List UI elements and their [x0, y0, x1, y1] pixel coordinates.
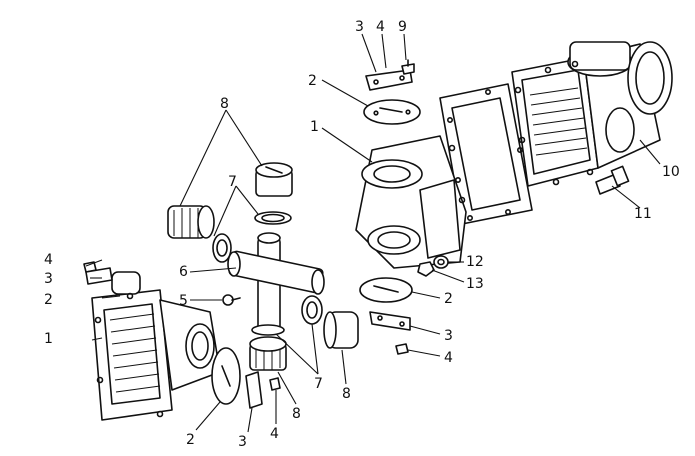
- label-mid-3: 3: [444, 328, 453, 344]
- bolt-part-4-lower: [269, 377, 281, 391]
- flanged-housing-part-10: [511, 41, 673, 187]
- seal-ring-part-7-lower: [251, 324, 285, 336]
- label-top-3: 3: [355, 19, 364, 35]
- grease-fitting-part-5: [222, 294, 241, 306]
- label-left-1: 1: [44, 331, 53, 347]
- seal-ring-part-7-left: [212, 233, 232, 263]
- bearing-cup-part-8-left: [167, 205, 215, 239]
- label-mid-2: 2: [444, 291, 453, 307]
- label-left-2: 2: [44, 292, 53, 308]
- label-bottom-8-right: 8: [342, 386, 351, 402]
- bolt-part-9: [401, 59, 415, 75]
- washer-part-12: [433, 255, 449, 269]
- label-top-2: 2: [308, 73, 317, 89]
- bearing-cap-part-2-lower: [211, 347, 241, 405]
- label-top-4: 4: [376, 19, 385, 35]
- bearing-cap-part-2-upper: [363, 99, 421, 125]
- label-right-12: 12: [466, 254, 484, 270]
- label-top-9: 9: [398, 19, 407, 35]
- lock-plate-part-3-left: [85, 267, 113, 285]
- label-bottom-7: 7: [314, 376, 323, 392]
- leader-lines: [85, 33, 661, 433]
- bearing-cup-part-8-right: [323, 311, 359, 349]
- lock-plate-part-3-upper: [365, 69, 413, 91]
- label-bottom-4: 4: [270, 426, 279, 442]
- label-bottom-2: 2: [186, 432, 195, 448]
- label-mid-4: 4: [444, 350, 453, 366]
- label-right-10: 10: [662, 164, 680, 180]
- lock-plate-part-3-right: [369, 311, 411, 331]
- label-right-11: 11: [634, 206, 652, 222]
- label-bottom-8-center: 8: [292, 406, 301, 422]
- label-left-4: 4: [44, 252, 53, 268]
- label-center-8: 8: [220, 96, 229, 112]
- nut-part-13: [417, 261, 435, 277]
- label-top-1: 1: [310, 119, 319, 135]
- label-center-6: 6: [179, 264, 188, 280]
- seal-ring-part-7-upper: [254, 211, 292, 225]
- label-left-3: 3: [44, 271, 53, 287]
- label-center-5: 5: [179, 293, 188, 309]
- seal-ring-part-7-right: [301, 295, 323, 325]
- label-bottom-3: 3: [238, 434, 247, 450]
- flanged-housing-part-1-left: [91, 271, 221, 421]
- lock-plate-part-3-lower: [245, 371, 263, 409]
- label-right-13: 13: [466, 276, 484, 292]
- bearing-cap-part-2-right: [359, 277, 413, 303]
- bolt-part-11: [595, 165, 630, 195]
- yoke-part-1-upper: [355, 135, 467, 269]
- bolt-part-4-right: [395, 343, 409, 355]
- label-center-7: 7: [228, 174, 237, 190]
- bearing-cup-part-8-upper: [255, 162, 293, 197]
- part-number-labels: 3 4 9 2 1 8 7 6 5 4 3 2 1 10 11 12 13 2 …: [44, 19, 680, 450]
- bearing-cup-part-8-lower: [249, 336, 287, 371]
